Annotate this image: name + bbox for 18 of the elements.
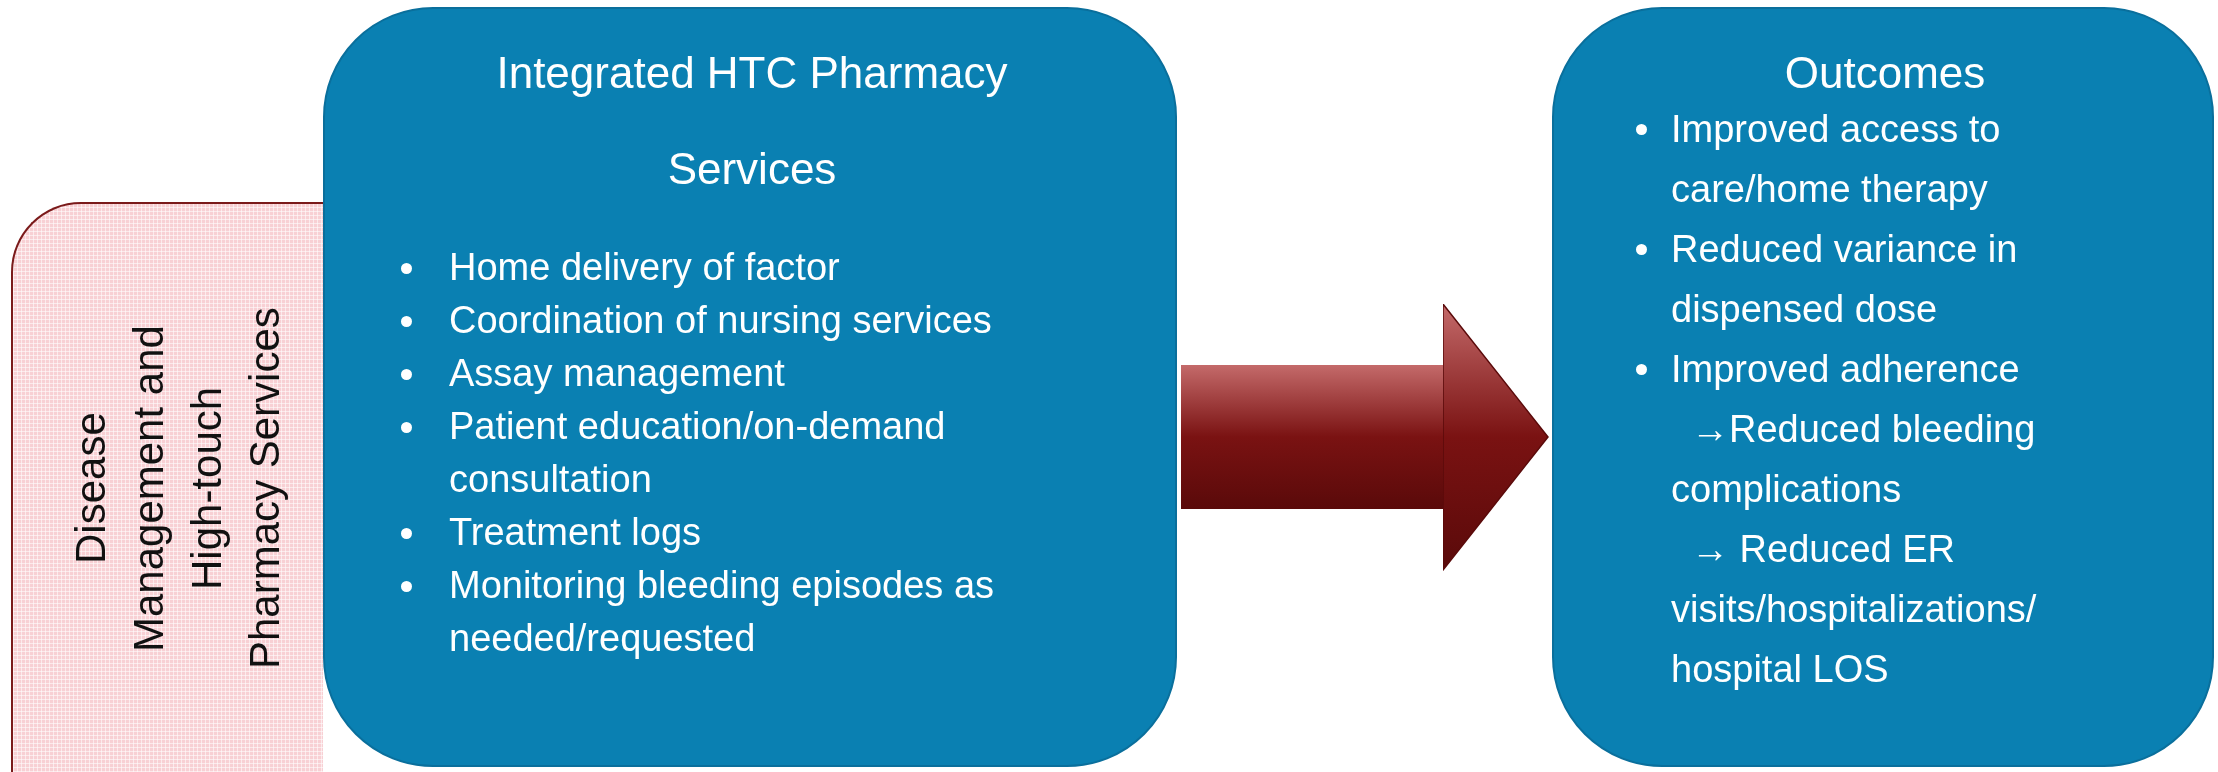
list-item-text: Assay management [449, 351, 786, 396]
box-heading: Integrated HTC Pharmacy Services [495, 47, 1009, 195]
list-item-text: Improved access to care/home therapy [1671, 107, 2002, 212]
sub-item-text: → Reduced ER visits/hospitalizations/ hospital LOS [1671, 527, 2038, 692]
list-item-text: Patient education/on-demand consultation [449, 404, 947, 502]
vertical-label: Disease Management and High-touch Pharmacy Services [66, 306, 289, 671]
list-item-text: Improved adherence [1671, 347, 2021, 392]
list-item-text: Treatment logs [449, 510, 703, 555]
block-arrow [1181, 303, 1549, 571]
list-item-text: Home delivery of factor [449, 245, 841, 290]
list-item-text: Monitoring bleeding episodes as needed/requested [449, 563, 996, 661]
list-item-text: Coordination of nursing services [449, 298, 993, 343]
rounded-box [1552, 7, 2214, 767]
service-panel [11, 202, 323, 772]
rounded-box [323, 7, 1177, 767]
box-heading: Outcomes [1783, 47, 1987, 99]
sub-item-text: →Reduced bleeding complications [1671, 407, 2037, 512]
list-item-text: Reduced variance in dispensed dose [1671, 227, 2019, 332]
